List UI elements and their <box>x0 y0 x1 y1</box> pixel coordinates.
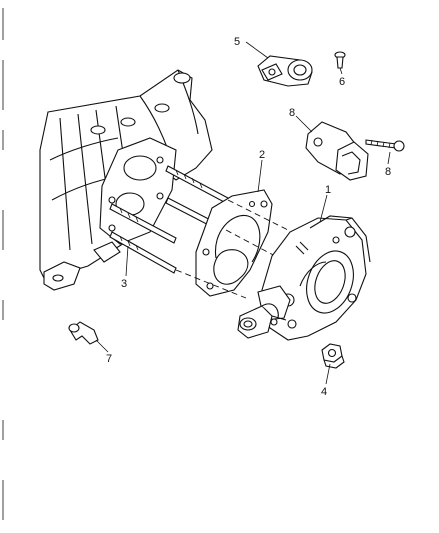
intake-manifold <box>39 69 213 291</box>
idle-air-control-motor <box>257 55 313 87</box>
leader-lines <box>95 41 391 385</box>
callout-8-sensor: 8 <box>289 107 295 119</box>
callout-8-screw: 8 <box>385 166 391 178</box>
throttle-body <box>237 215 371 341</box>
callout-4: 4 <box>321 386 327 398</box>
callout-2: 2 <box>259 149 265 161</box>
callout-labels: 1 2 3 4 5 6 7 8 8 <box>106 36 391 398</box>
throttle-position-sensor <box>305 121 369 181</box>
throttle-body-gasket <box>195 189 273 297</box>
callout-1: 1 <box>325 184 331 196</box>
tps-screw <box>365 139 405 152</box>
callout-3: 3 <box>121 278 127 290</box>
callout-7: 7 <box>106 353 112 365</box>
callout-5: 5 <box>234 36 240 48</box>
screw <box>334 51 346 69</box>
callout-6: 6 <box>339 76 345 88</box>
hex-nut <box>321 343 345 369</box>
hose-elbow <box>68 321 99 345</box>
